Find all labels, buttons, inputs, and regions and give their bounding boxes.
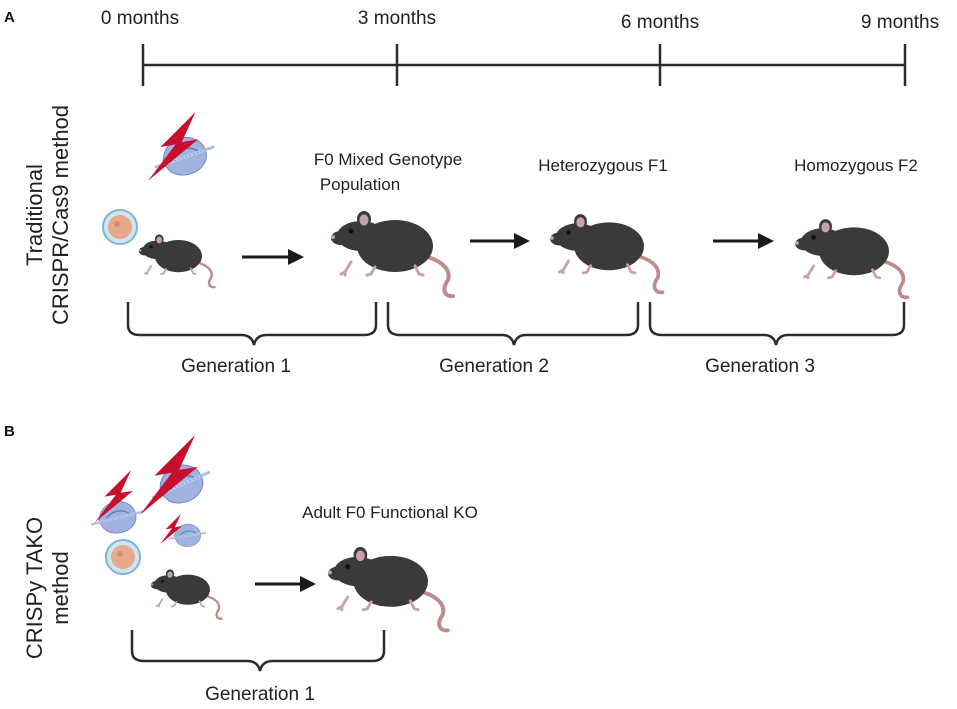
- mouse-icon-f1: [548, 212, 665, 295]
- timeline-label-3: 3 months: [358, 8, 436, 29]
- cas9-protein-icon: [88, 497, 147, 537]
- mouse-icon-f2: [793, 217, 910, 300]
- mouse-icon-f0: [329, 209, 455, 299]
- brace-generation-1: [126, 302, 378, 346]
- stage-label-adult-f0: Adult F0 Functional KO: [302, 503, 478, 522]
- brace-generation-3: [648, 302, 906, 346]
- brace-generation-1-b: [130, 630, 386, 672]
- timeline: [141, 44, 907, 86]
- method-label-b-line2: method: [48, 551, 73, 624]
- embryo-icon: [102, 209, 138, 245]
- arrow-icon: [255, 576, 316, 592]
- method-label-a-line1: Traditional: [22, 164, 47, 266]
- generation-braces-a: [126, 302, 906, 346]
- stage-label-f1: Heterozygous F1: [538, 156, 667, 175]
- stage-label-f2: Homozygous F2: [794, 156, 918, 175]
- stage-label-f0-line1: F0 Mixed Genotype: [314, 150, 462, 169]
- arrow-icon: [470, 233, 530, 249]
- timeline-label-0: 0 months: [101, 8, 179, 29]
- arrow-icon: [242, 249, 304, 265]
- method-label-b-line1: CRISPy TAKO: [22, 517, 47, 659]
- generation-label-1: Generation 1: [181, 356, 291, 377]
- generation-label-3: Generation 3: [705, 356, 815, 377]
- method-label-a-line2: CRISPR/Cas9 method: [48, 105, 73, 325]
- timeline-label-9: 9 months: [861, 12, 939, 33]
- arrow-icon: [713, 233, 774, 249]
- timeline-label-6: 6 months: [621, 12, 699, 33]
- panel-letter-b: B: [4, 423, 15, 440]
- mouse-icon-pup: [149, 568, 223, 620]
- cas9-protein-icon: [149, 131, 220, 182]
- generation-label-b: Generation 1: [205, 684, 315, 705]
- embryo-icon: [105, 539, 141, 575]
- cas9-protein-icon: [144, 456, 218, 512]
- brace-generation-2: [386, 302, 640, 346]
- stage-label-f0-line2: Population: [320, 175, 400, 194]
- mouse-icon-pup: [137, 233, 216, 289]
- generation-label-2: Generation 2: [439, 356, 549, 377]
- panel-letter-a: A: [4, 9, 15, 26]
- mouse-icon-adult-f0: [326, 545, 450, 633]
